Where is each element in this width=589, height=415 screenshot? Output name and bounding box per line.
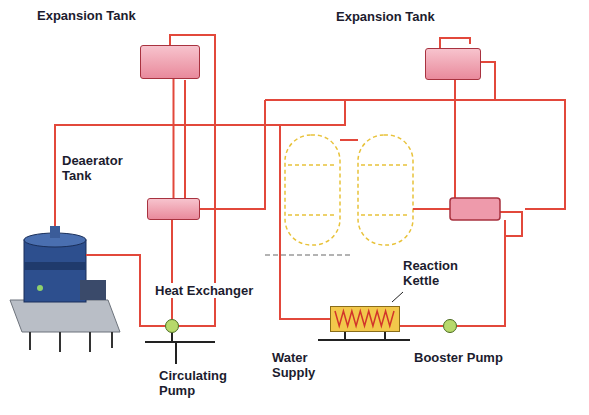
component-label: Heat Exchanger	[153, 283, 255, 298]
expansion-tank: Expansion Tank	[425, 48, 481, 80]
booster-pump: Booster Pump	[443, 319, 457, 333]
separator-tank	[450, 198, 500, 220]
component-label: Circulating Pump	[157, 368, 251, 398]
dashed-pipe	[265, 254, 352, 256]
leader-line	[392, 292, 403, 302]
component-label: Deaerator Tank	[60, 153, 138, 183]
expansion-tank: Expansion Tank	[140, 45, 200, 79]
water-supply-base	[318, 332, 410, 340]
coil-winding	[335, 311, 394, 326]
part-label: Water Supply	[270, 350, 338, 380]
pipe	[55, 35, 565, 326]
component-label: Booster Pump	[412, 350, 505, 365]
deaerator-tank: Deaerator Tank	[147, 198, 200, 220]
pipe-connector	[173, 79, 175, 198]
pipe-connector	[400, 325, 443, 327]
component-label: Expansion Tank	[35, 8, 138, 23]
reaction-vessel	[285, 135, 413, 245]
component-label: Expansion Tank	[334, 9, 437, 24]
part-label: Reaction Kettle	[401, 258, 479, 288]
pump-stand	[145, 333, 215, 364]
heat-exchanger: Heat Exchanger	[330, 306, 400, 332]
boiler	[10, 226, 120, 352]
coil-symbol	[331, 307, 398, 330]
circulating-pump: Circulating Pump	[165, 319, 179, 333]
pipe-connector	[171, 220, 173, 319]
